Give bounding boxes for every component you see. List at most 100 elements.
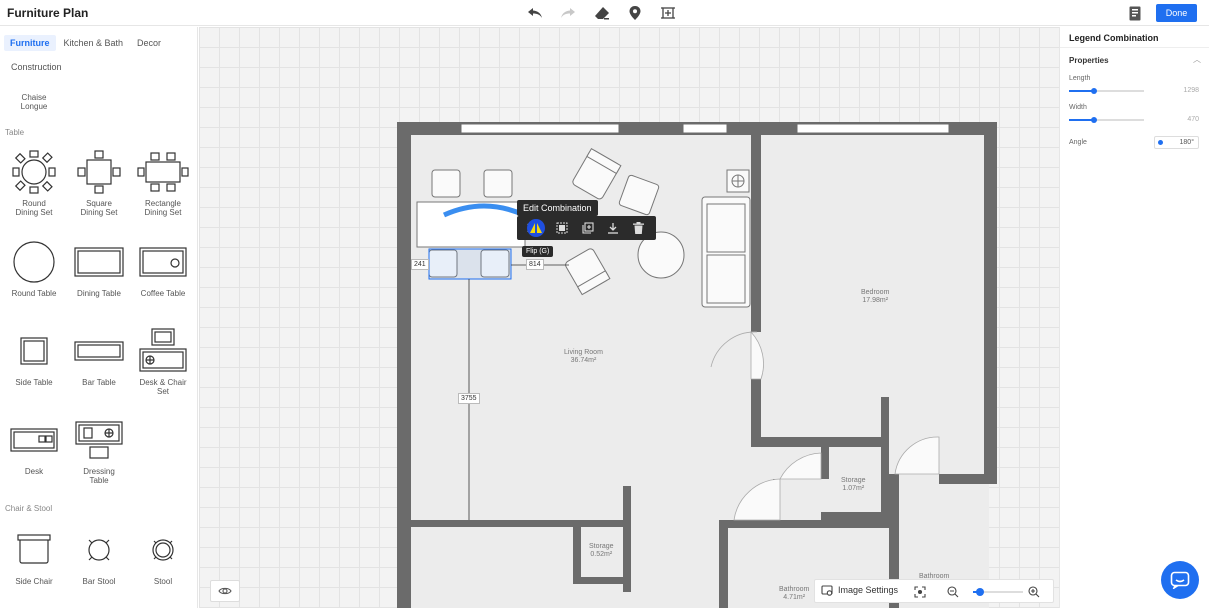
width-label: Width [1069, 104, 1087, 111]
zoom-in-icon[interactable] [1026, 584, 1042, 600]
angle-value: 180° [1179, 139, 1194, 146]
floor-plan-drawing [397, 122, 997, 608]
done-button[interactable]: Done [1156, 4, 1197, 22]
library-item-label: Side Table [15, 378, 53, 387]
library-item-label: Dining Table [77, 289, 121, 298]
chat-icon [1170, 571, 1190, 589]
image-settings-label: Image Settings [838, 585, 899, 595]
library-item-label: Round Table [11, 289, 57, 298]
doors [710, 330, 940, 521]
library-item-label: Bar Table [82, 378, 116, 387]
duplicate-icon[interactable] [579, 219, 597, 237]
tab-kitchen-bath[interactable]: Kitchen & Bath [63, 38, 124, 48]
tab-construction[interactable]: Construction [11, 62, 62, 72]
download-icon[interactable] [604, 219, 622, 237]
width-slider-knob[interactable] [1091, 117, 1097, 123]
combination-toolbar: ⋮ [517, 216, 656, 240]
rotate-handle [442, 203, 526, 218]
desk-icon [4, 413, 64, 467]
side-chair-icon [4, 523, 64, 577]
chevron-up-icon[interactable]: ︿ [1193, 55, 1201, 64]
fit-screen-icon[interactable] [912, 584, 928, 600]
room-label-bathroom-2: Bathroom [919, 573, 950, 580]
stool-icon [133, 523, 193, 577]
undo-icon[interactable] [525, 3, 545, 23]
edit-combination-tooltip: Edit Combination [517, 200, 598, 216]
dimension-label-vertical: 3755 [458, 393, 480, 404]
library-item-label: Round Dining Set [15, 199, 53, 217]
flip-icon[interactable] [527, 219, 545, 237]
rectangle-dining-set-icon [133, 145, 193, 199]
furniture-library-panel: Furniture Kitchen & Bath Decor Constructio… [0, 27, 198, 608]
library-item-label: Rectangle Dining Set [144, 199, 182, 217]
round-dining-set-icon [4, 145, 64, 199]
image-settings-icon [821, 585, 833, 596]
library-item-coffee-table[interactable]: Coffee Table [133, 235, 193, 298]
selection-box [428, 248, 512, 280]
library-item-label: Desk & Chair Set [139, 378, 187, 396]
library-item-dressing-table[interactable]: Dressing Table [69, 413, 129, 485]
library-item-side-chair[interactable]: Side Chair [4, 523, 64, 586]
library-item-chaise-longue[interactable]: Chaise Longue [4, 87, 64, 111]
trash-icon[interactable] [629, 219, 647, 237]
round-table-icon [4, 235, 64, 289]
library-item-round-table[interactable]: Round Table [4, 235, 64, 298]
coffee-table-icon [133, 235, 193, 289]
properties-section-title: Properties [1069, 56, 1109, 65]
library-item-label: Bar Stool [82, 577, 116, 586]
library-item-square-dining-set[interactable]: Square Dining Set [69, 145, 129, 217]
library-item-label: Side Chair [15, 577, 53, 586]
dining-table-icon [69, 235, 129, 289]
redo-icon[interactable] [558, 3, 578, 23]
library-item-desk-chair-set[interactable]: Desk & Chair Set [133, 324, 193, 396]
zoom-slider[interactable] [973, 588, 1023, 596]
image-settings-button[interactable]: Image Settings [821, 584, 898, 596]
zoom-out-icon[interactable] [945, 584, 961, 600]
width-slider[interactable] [1069, 117, 1144, 123]
library-item-round-dining-set[interactable]: Round Dining Set [4, 145, 64, 217]
category-tabs: Furniture Kitchen & Bath Decor Constructio… [0, 27, 197, 77]
length-slider-knob[interactable] [1091, 88, 1097, 94]
library-item-bar-stool[interactable]: Bar Stool [69, 523, 129, 586]
section-label-chair-stool: Chair & Stool [5, 504, 53, 513]
tab-decor[interactable]: Decor [137, 38, 162, 48]
angle-input[interactable]: 180° [1154, 136, 1199, 149]
width-value[interactable]: 470 [1187, 116, 1199, 123]
frame-icon[interactable] [658, 3, 678, 23]
library-item-dining-table[interactable]: Dining Table [69, 235, 129, 298]
library-item-label: Desk [24, 467, 44, 476]
library-item-label: Chaise Longue [20, 93, 48, 111]
properties-panel-title: Legend Combination [1069, 33, 1159, 43]
furniture [416, 147, 751, 308]
flip-tooltip: Flip (G) [522, 246, 554, 257]
library-item-side-table[interactable]: Side Table [4, 324, 64, 387]
eraser-icon[interactable] [592, 3, 612, 23]
library-item-label: Square Dining Set [80, 199, 118, 217]
chat-support-button[interactable] [1161, 561, 1199, 599]
zoom-slider-knob[interactable] [976, 588, 984, 596]
length-slider[interactable] [1069, 88, 1144, 94]
canvas-bottom-bar: Image Settings [814, 579, 1054, 603]
length-value[interactable]: 1298 [1183, 87, 1199, 94]
library-item-stool[interactable]: Stool [133, 523, 193, 586]
ungroup-icon[interactable] [553, 219, 571, 237]
library-item-rectangle-dining-set[interactable]: Rectangle Dining Set [133, 145, 193, 217]
library-item-label: Stool [153, 577, 173, 586]
bar-table-icon [69, 324, 129, 378]
dimension-label-left: 241 [411, 259, 429, 270]
desk-chair-set-icon [133, 324, 193, 378]
section-label-table: Table [5, 128, 25, 137]
length-label: Length [1069, 75, 1091, 82]
visibility-toggle[interactable] [210, 580, 240, 602]
tab-furniture[interactable]: Furniture [4, 35, 56, 51]
library-item-desk[interactable]: Desk [4, 413, 64, 476]
document-icon[interactable] [1127, 4, 1143, 22]
library-item-label: Dressing Table [83, 467, 115, 485]
library-item-bar-table[interactable]: Bar Table [69, 324, 129, 387]
location-pin-icon[interactable] [625, 3, 645, 23]
